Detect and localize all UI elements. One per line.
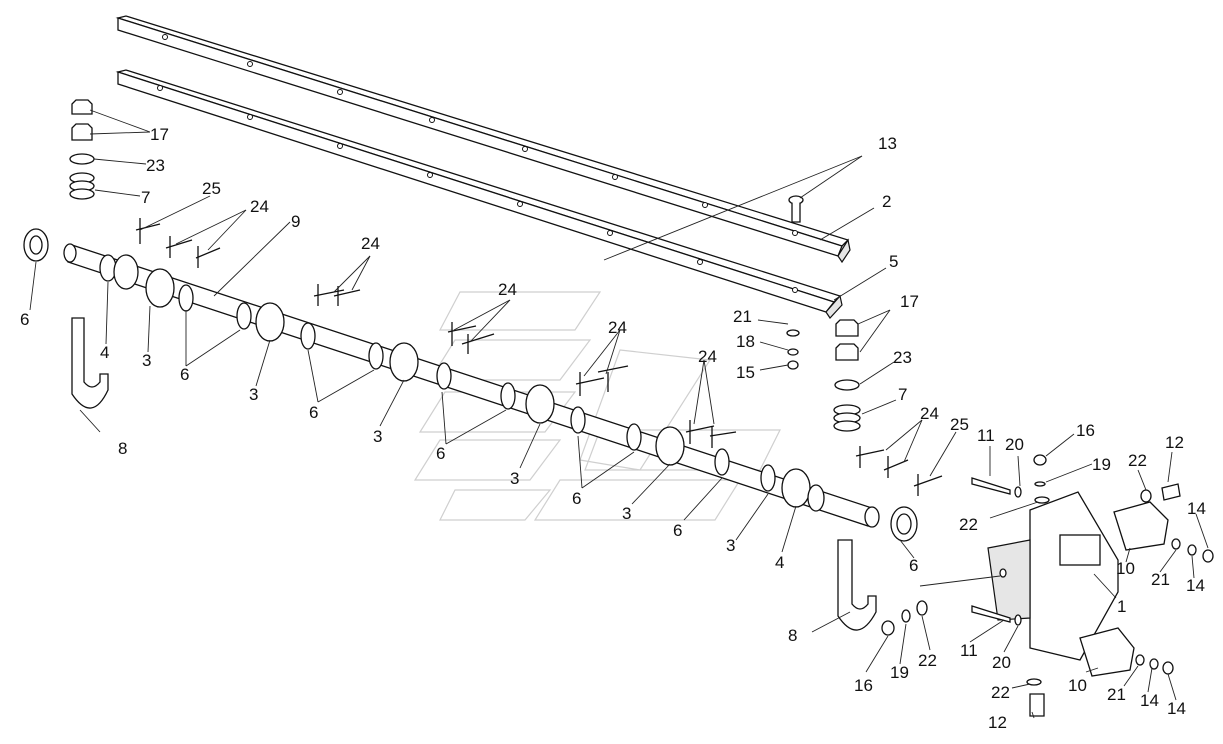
label-1: 1	[1117, 597, 1126, 616]
label-17-right: 17	[900, 292, 919, 311]
j-bolt-right	[837, 539, 877, 631]
label-14-b: 14	[1186, 576, 1205, 595]
label-6-left: 6	[20, 310, 29, 329]
callout-labels: 17 23 7 25 24 9 24 6 4 3 6 8 3 6 3 24 6 …	[20, 125, 1206, 732]
label-24-b: 24	[361, 234, 380, 253]
label-22-left: 22	[959, 515, 978, 534]
label-4-left: 4	[100, 343, 109, 362]
label-4-right: 4	[775, 553, 784, 572]
label-3-b: 3	[249, 385, 258, 404]
label-21-lower: 21	[1107, 685, 1126, 704]
label-24-d: 24	[608, 318, 627, 337]
label-3-e: 3	[622, 504, 631, 523]
label-7-right: 7	[898, 385, 907, 404]
left-stack	[69, 99, 95, 200]
pins-24-25	[135, 218, 943, 496]
bolt-12-lower	[1029, 693, 1045, 717]
hardware-small	[881, 454, 1214, 686]
bolt-11-upper	[971, 477, 1011, 495]
label-6-e: 6	[673, 521, 682, 540]
rail-upper	[115, 15, 851, 264]
label-3-f: 3	[726, 536, 735, 555]
label-20-lower: 20	[992, 653, 1011, 672]
j-bolt-left	[71, 317, 109, 409]
label-21-shaft: 21	[733, 307, 752, 326]
label-6-c: 6	[436, 444, 445, 463]
label-5: 5	[889, 252, 898, 271]
block-10-upper	[1113, 501, 1169, 551]
label-3-d: 3	[510, 469, 519, 488]
bracket	[987, 491, 1119, 661]
label-17-left: 17	[150, 125, 169, 144]
label-11-upper: 11	[977, 426, 995, 445]
washer-right-hole	[896, 513, 912, 535]
label-11-lower: 11	[960, 641, 978, 660]
label-16-upper: 16	[1076, 421, 1095, 440]
leader-lines	[29, 109, 1209, 719]
label-14-a: 14	[1187, 499, 1206, 518]
spacer-18	[787, 348, 799, 356]
label-6-d: 6	[572, 489, 581, 508]
washer-21-top	[786, 329, 800, 337]
label-24-f: 24	[920, 404, 939, 423]
label-2: 2	[882, 192, 891, 211]
label-25-left: 25	[202, 179, 221, 198]
label-8-right: 8	[788, 626, 797, 645]
label-22-bottom: 22	[991, 683, 1010, 702]
label-23-right: 23	[893, 348, 912, 367]
right-stack	[833, 319, 861, 432]
label-20-upper: 20	[1005, 435, 1024, 454]
label-24-c: 24	[498, 280, 517, 299]
label-21-upper: 21	[1151, 570, 1170, 589]
label-19-lower: 19	[890, 663, 909, 682]
label-25-right: 25	[950, 415, 969, 434]
washer-left-hole	[29, 235, 43, 255]
block-10-lower	[1079, 627, 1135, 677]
label-3-c: 3	[373, 427, 382, 446]
label-6-a: 6	[180, 365, 189, 384]
label-14-d: 14	[1167, 699, 1186, 718]
label-12-lower: 12	[988, 713, 1007, 732]
label-22-upper: 22	[1128, 451, 1147, 470]
label-15: 15	[736, 363, 755, 382]
label-14-c: 14	[1140, 691, 1159, 710]
bolt-11-lower	[971, 605, 1011, 623]
label-19-upper: 19	[1092, 455, 1111, 474]
label-24-a: 24	[250, 197, 269, 216]
label-18: 18	[736, 332, 755, 351]
label-6-right: 6	[909, 556, 918, 575]
label-23-left: 23	[146, 156, 165, 175]
label-9: 9	[291, 212, 300, 231]
label-10-upper: 10	[1116, 559, 1135, 578]
label-16-lower: 16	[854, 676, 873, 695]
label-6-b: 6	[309, 403, 318, 422]
label-22-lower: 22	[918, 651, 937, 670]
label-7-left: 7	[141, 188, 150, 207]
label-3-a: 3	[142, 351, 151, 370]
label-12-upper: 12	[1165, 433, 1184, 452]
bolt-13	[788, 195, 804, 223]
rail-lower	[115, 69, 843, 319]
bolt-12-upper	[1161, 483, 1181, 501]
nut-15	[787, 360, 799, 370]
watermark-logo	[413, 291, 781, 521]
label-8-left: 8	[118, 439, 127, 458]
label-13: 13	[878, 134, 897, 153]
label-10-lower: 10	[1068, 676, 1087, 695]
label-24-e: 24	[698, 347, 717, 366]
